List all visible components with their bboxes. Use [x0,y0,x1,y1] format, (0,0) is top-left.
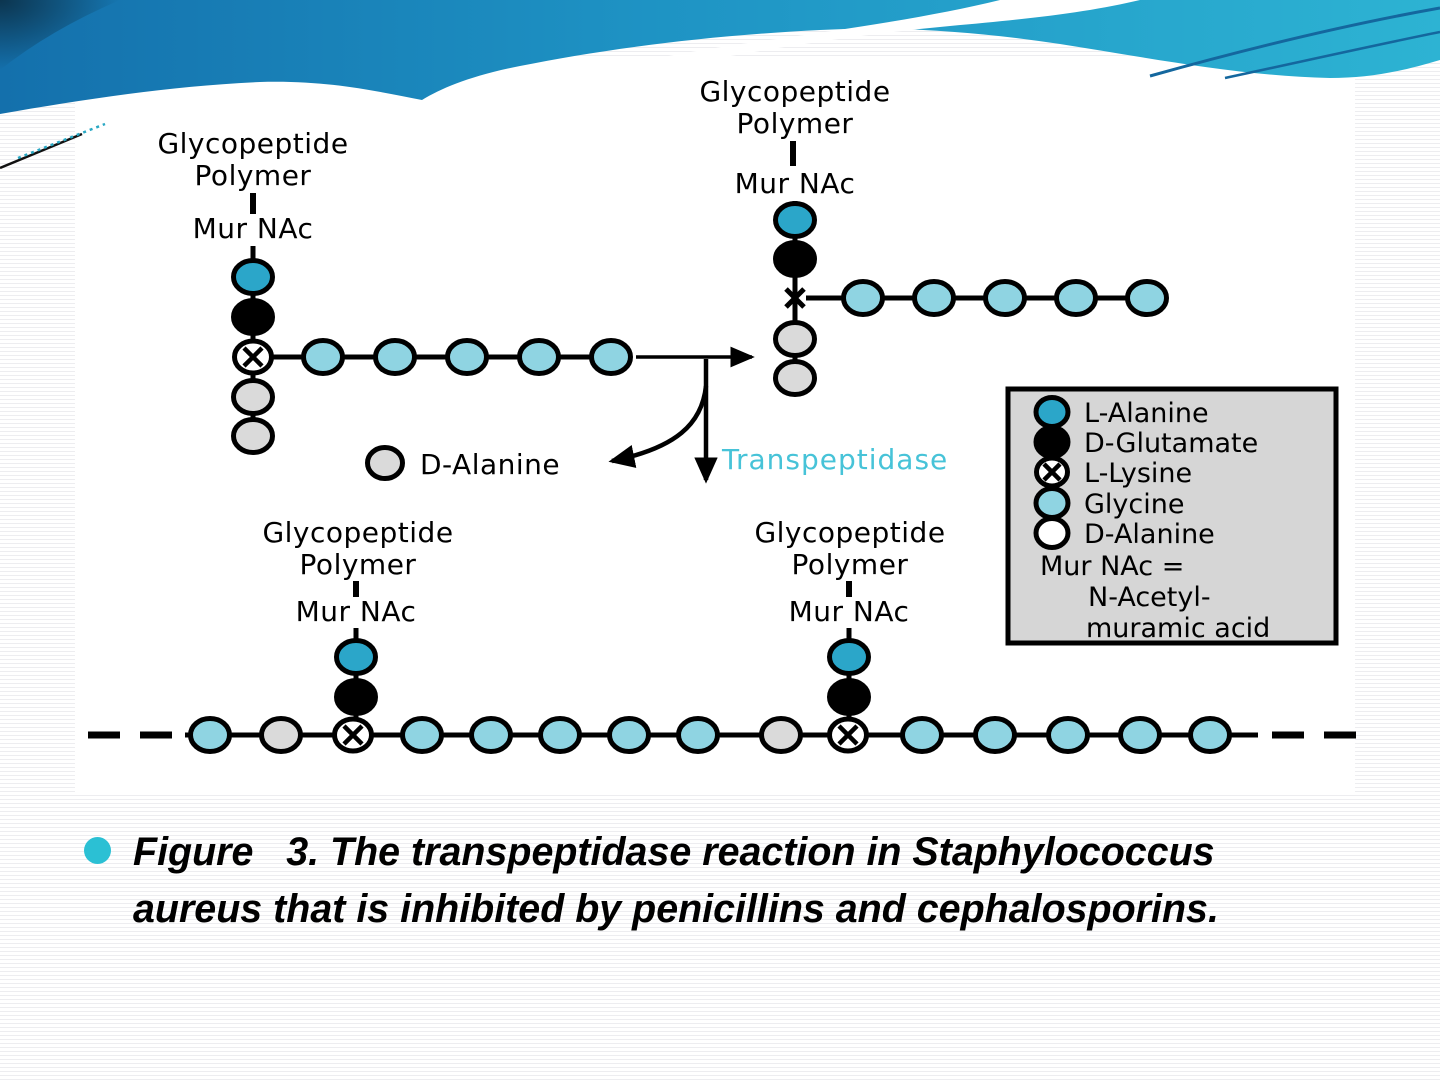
legend-note-line3: muramic acid [1086,613,1270,644]
lysine-junction-x [784,287,806,309]
d-glutamate-node [231,298,275,336]
d-alanine-node [365,445,405,481]
glycine-node [1125,279,1169,317]
l-lysine-node [232,338,274,376]
l-lysine-node [332,716,374,754]
glycine-node [973,716,1017,754]
glycopeptide-label: Glycopeptide [754,516,945,549]
legend-item-label: Glycine [1084,489,1184,520]
released-d-alanine: D-Alanine [365,445,560,481]
glycine-node [517,338,561,376]
l-alanine-legend-icon [1033,395,1071,429]
d-glutamate-legend-icon [1033,425,1071,459]
d-alanine-release-arrow [608,385,709,468]
glycine-node [607,716,651,754]
glycine-node [373,338,417,376]
glycine-node [538,716,582,754]
slide-banner [0,0,1440,170]
legend-item-label: L-Alanine [1084,398,1209,429]
glycine-node [841,279,885,317]
caption-line-1: Figure 3. The transpeptidase reaction in… [133,830,1215,874]
banner-thin-line [0,132,83,170]
glycopeptide-label: Glycopeptide [262,516,453,549]
d-glutamate-node [773,240,817,278]
d-alanine-label: D-Alanine [420,448,560,481]
glycine-node [1118,716,1162,754]
legend-item-label: D-Alanine [1084,519,1215,550]
glycine-node [983,279,1027,317]
banner-dark-corner [0,0,120,70]
d-glutamate-node [334,678,378,716]
glycopeptide-label: Glycopeptide [699,75,890,108]
mur-nac-label: Mur NAc [789,595,910,628]
d-alanine-node [773,359,817,397]
caption-line-2: aureus that is inhibited by penicillins … [133,887,1219,931]
legend-note-line2: N-Acetyl- [1088,582,1211,613]
bottom-crosslinked-product: Glycopeptide Polymer Mur NAc Glycopeptid… [88,516,1356,754]
legend-item-label: L-Lysine [1084,458,1192,489]
glycine-node [400,716,444,754]
figure-caption: Figure 3. The transpeptidase reaction in… [133,824,1374,938]
glycine-node [589,338,633,376]
transpeptidase-label: Transpeptidase [721,443,948,476]
mur-nac-label: Mur NAc [193,212,314,245]
d-alanine-legend-icon [1033,516,1071,550]
d-alanine-node [231,378,275,416]
polymer-label: Polymer [737,107,854,140]
legend-note-line1: Mur NAc = [1040,551,1184,582]
top-left-glycopeptide-unit: Glycopeptide Polymer Mur NAc [157,127,633,455]
l-alanine-node [773,201,817,239]
glycine-node [1188,716,1232,754]
glycine-node [301,338,345,376]
l-alanine-node [334,638,378,676]
banner-teal-band [0,0,1440,114]
glycine-node [912,279,956,317]
banner-dotted-line [17,122,106,160]
glycine-node [1054,279,1098,317]
glycine-node [469,716,513,754]
mur-nac-label: Mur NAc [735,167,856,200]
banner-accent-line-1 [1149,6,1440,78]
glycine-node [1046,716,1090,754]
l-lysine-node [827,716,869,754]
glycine-node [900,716,944,754]
l-lysine-legend-icon [1034,455,1070,489]
caption-bullet [84,837,111,864]
top-right-glycopeptide-unit: Glycopeptide Polymer Mur NAc [699,75,1169,397]
d-alanine-node [759,716,803,754]
polymer-label: Polymer [300,548,417,581]
d-glutamate-node [827,678,871,716]
glycine-node [188,716,232,754]
mur-nac-label: Mur NAc [296,595,417,628]
banner-accent-line-2 [1224,30,1440,80]
d-alanine-node [231,417,275,455]
d-alanine-node [773,320,817,358]
legend-box: L-Alanine D-Glutamate L-Lysine Glycine D… [1005,386,1339,646]
d-alanine-node [259,716,303,754]
glycine-legend-icon [1033,486,1071,520]
polymer-label: Polymer [792,548,909,581]
l-alanine-node [231,258,275,296]
banner-white-swoosh [438,0,1140,110]
l-alanine-node [827,638,871,676]
glycine-node [676,716,720,754]
polymer-label: Polymer [195,159,312,192]
glycine-node [445,338,489,376]
glycopeptide-label: Glycopeptide [157,127,348,160]
legend-item-label: D-Glutamate [1084,428,1258,459]
